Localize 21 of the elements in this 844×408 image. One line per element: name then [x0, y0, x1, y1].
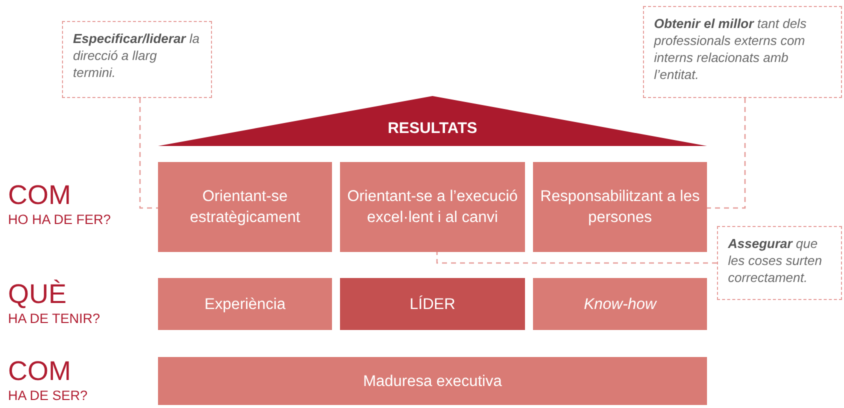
leader-line — [707, 98, 746, 209]
callout-note: Especificar/liderar la direcció a llarg termini. — [62, 21, 212, 98]
leader-line — [436, 252, 717, 264]
row-subheading: HA DE TENIR? — [8, 311, 100, 327]
row-heading: COM — [8, 180, 71, 210]
leader-line — [139, 98, 158, 209]
attribute-box: Experiència — [158, 278, 332, 330]
row-subheading: HA DE SER? — [8, 388, 88, 404]
roof-title: RESULTATS — [388, 120, 478, 138]
attribute-box: Know-how — [533, 278, 707, 330]
competency-box: Responsabilitzant a les persones — [533, 162, 707, 252]
competency-box: Orientant-se a l’execució excel·lent i al canvi — [340, 162, 525, 252]
row-heading: COM — [8, 356, 71, 386]
attribute-box: LÍDER — [340, 278, 525, 330]
foundation-bar: Maduresa executiva — [158, 357, 707, 405]
callout-note: Assegurar que les coses surten correctament. — [717, 226, 842, 300]
row-heading: QUÈ — [8, 279, 67, 309]
callout-note: Obtenir el millor tant dels professionals externs com interns relacionats amb l’entitat. — [643, 6, 842, 98]
row-subheading: HO HA DE FER? — [8, 212, 111, 228]
competency-box: Orientant-se estratègicament — [158, 162, 332, 252]
roof-triangle — [158, 96, 707, 146]
